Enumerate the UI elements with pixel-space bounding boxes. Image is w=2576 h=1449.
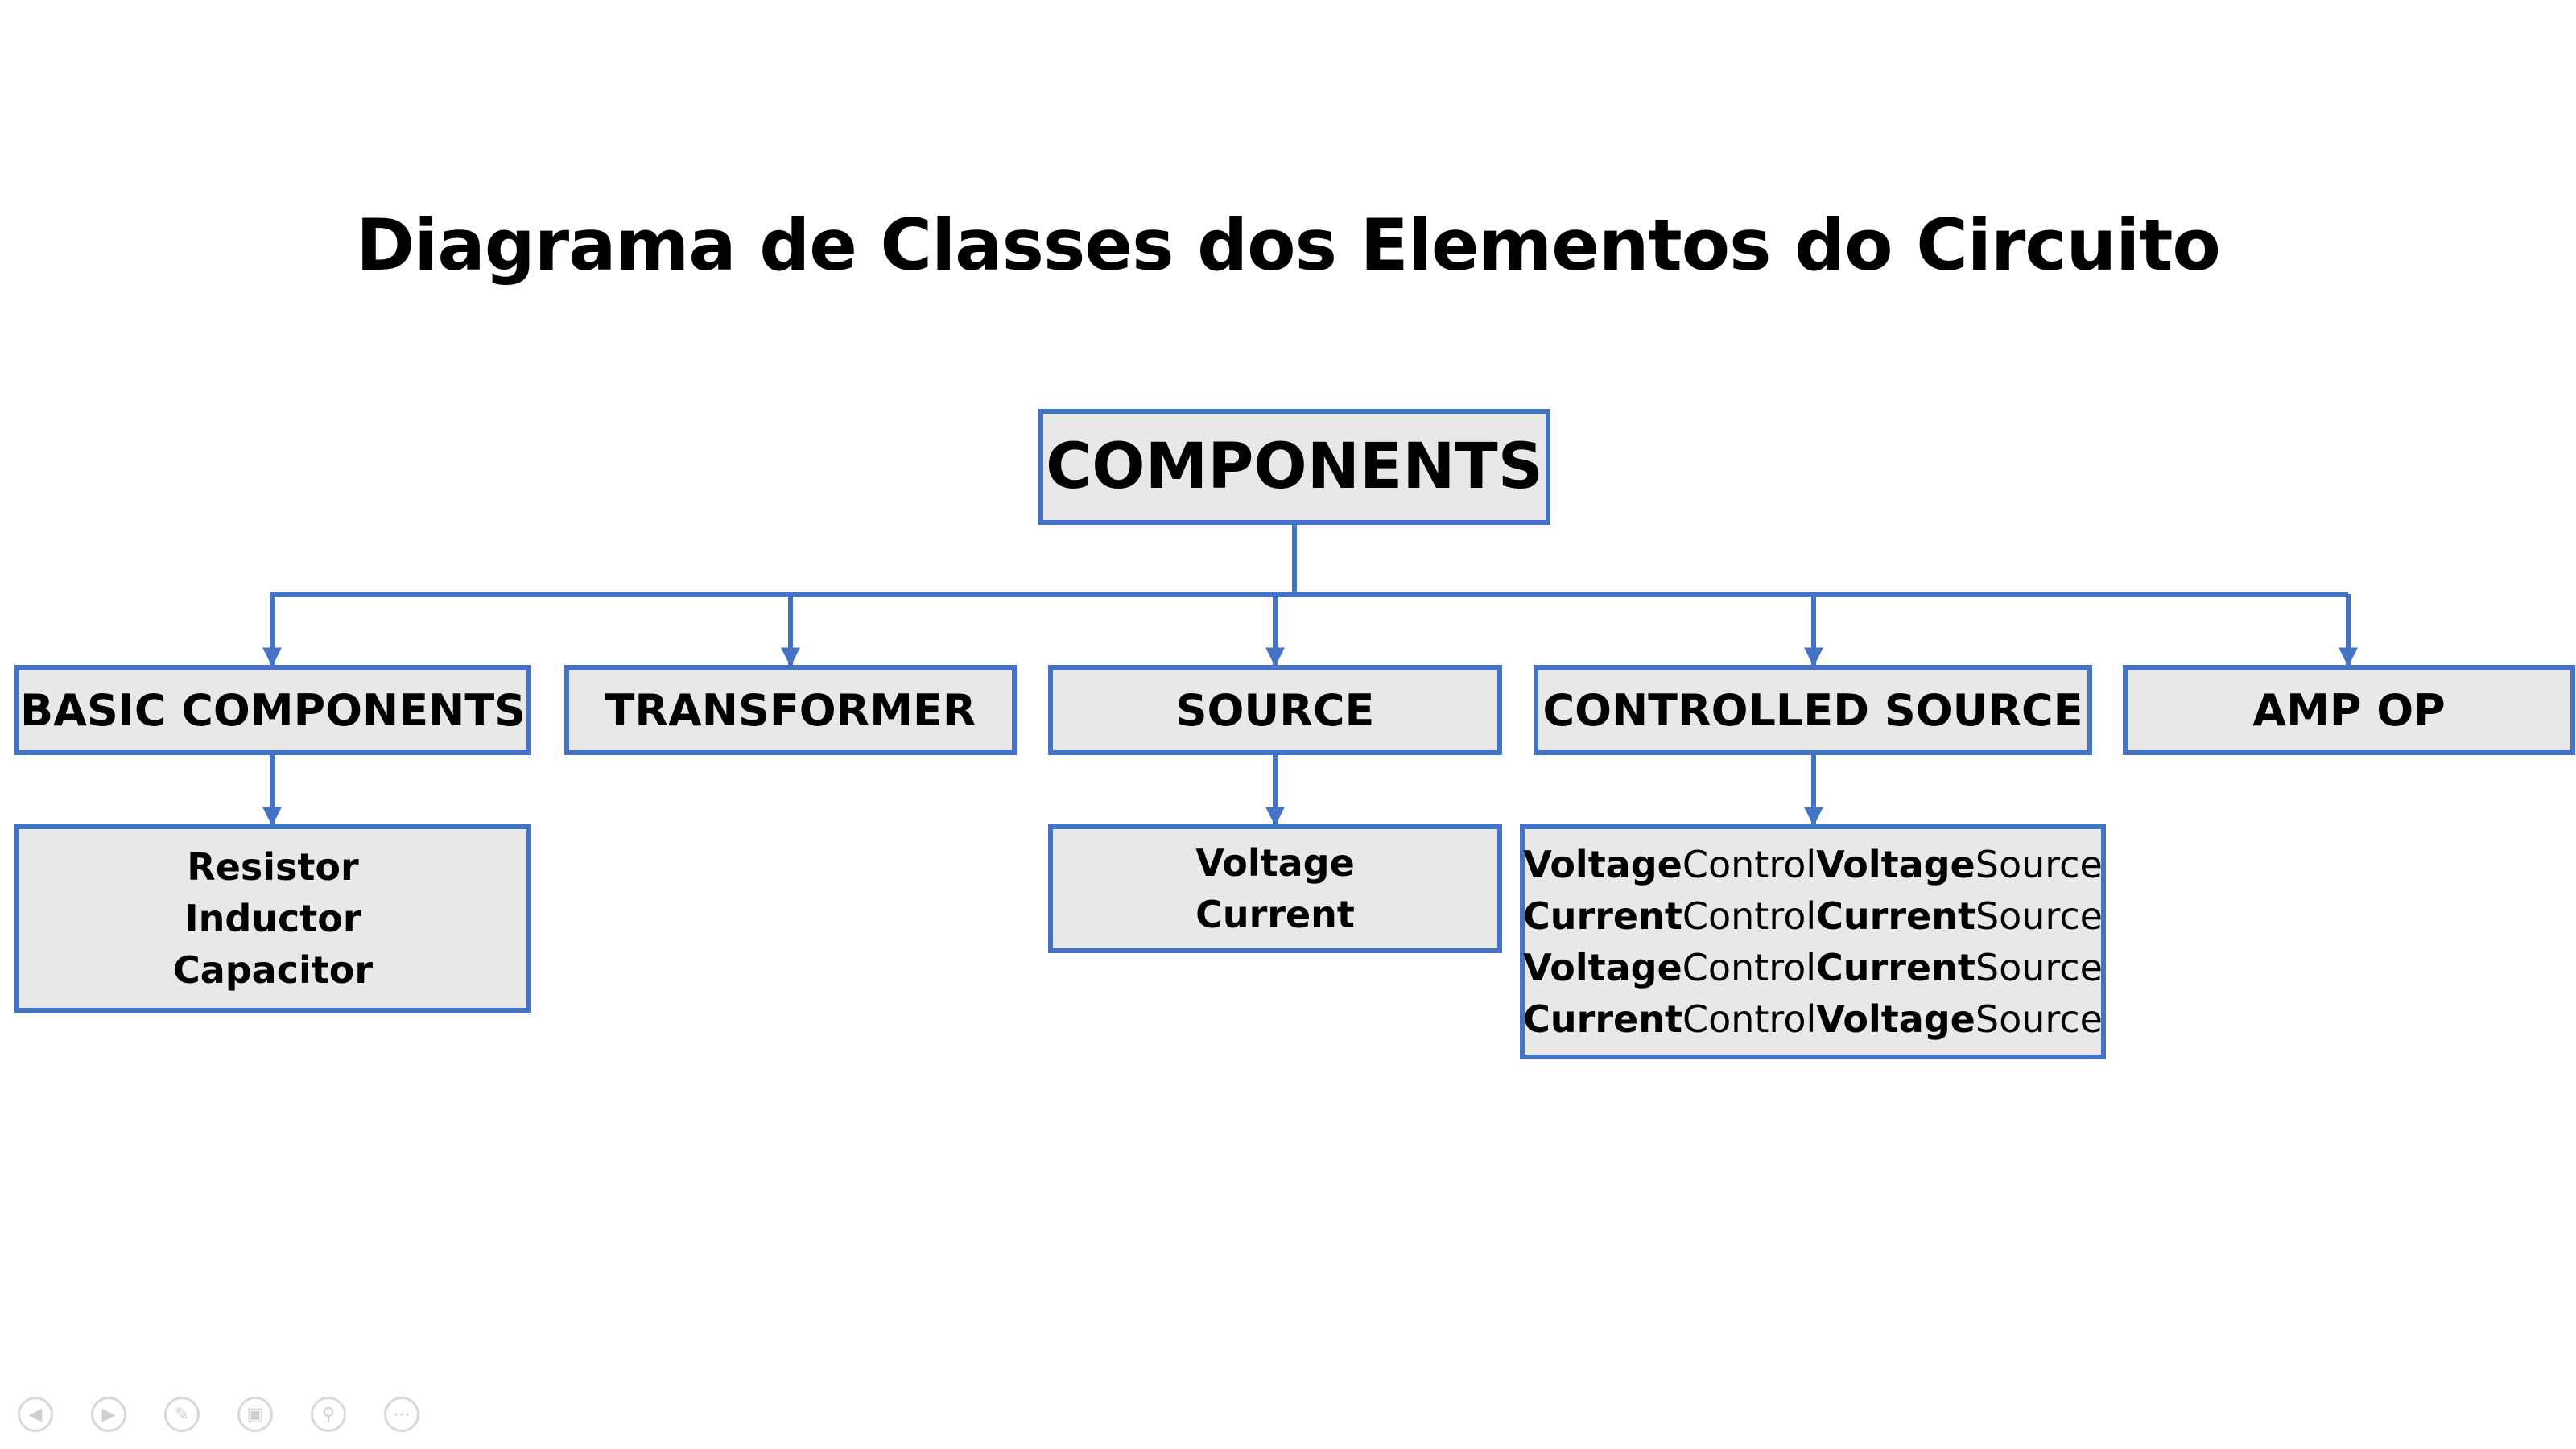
amp-op-box: AMP OP bbox=[2123, 665, 2575, 755]
slideshow-toolbar: ◀ ▶ ✎ ▣ ⚲ ⋯ bbox=[18, 1397, 419, 1432]
diagram-title: Diagrama de Classes dos Elementos do Cir… bbox=[356, 204, 2221, 287]
voltage-label: Voltage bbox=[1195, 841, 1355, 885]
cccs-label: CurrentControlCurrentSource bbox=[1523, 894, 2103, 938]
controlled-source-box: CONTROLLED SOURCE bbox=[1534, 665, 2092, 755]
transformer-box: TRANSFORMER bbox=[564, 665, 1017, 755]
basic-components-box: BASIC COMPONENTS bbox=[14, 665, 531, 755]
basic-components-children-box: Resistor Inductor Capacitor bbox=[14, 824, 531, 1013]
zoom-icon[interactable]: ⚲ bbox=[311, 1397, 346, 1432]
components-root-box: COMPONENTS bbox=[1038, 409, 1550, 525]
current-label: Current bbox=[1195, 893, 1355, 936]
previous-icon[interactable]: ◀ bbox=[18, 1397, 53, 1432]
resistor-label: Resistor bbox=[187, 845, 359, 889]
source-children-box: Voltage Current bbox=[1048, 824, 1502, 953]
vcvs-label: VoltageControlVoltageSource bbox=[1523, 843, 2103, 886]
controlled-source-children-box: VoltageControlVoltageSource CurrentContr… bbox=[1520, 824, 2106, 1059]
slides-icon[interactable]: ▣ bbox=[237, 1397, 273, 1432]
next-icon[interactable]: ▶ bbox=[91, 1397, 126, 1432]
pen-icon[interactable]: ✎ bbox=[164, 1397, 200, 1432]
vccs-label: VoltageControlCurrentSource bbox=[1523, 946, 2103, 989]
inductor-label: Inductor bbox=[184, 897, 361, 940]
capacitor-label: Capacitor bbox=[172, 948, 374, 992]
ccvs-label: CurrentControlVoltageSource bbox=[1523, 997, 2103, 1041]
more-icon[interactable]: ⋯ bbox=[384, 1397, 419, 1432]
source-box: SOURCE bbox=[1048, 665, 1502, 755]
